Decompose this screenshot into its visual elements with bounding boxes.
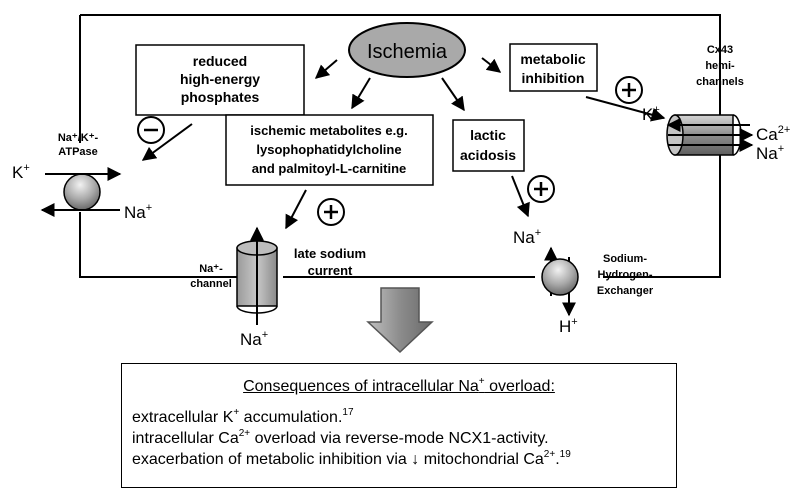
- nhe-na-label: Na+: [513, 227, 541, 247]
- na-channel-na-label: Na+: [240, 329, 268, 349]
- reduced-hep-line1: reduced: [193, 53, 247, 69]
- metabolic-inhibition-box: [509, 43, 598, 92]
- cx43-na-label: Na+: [756, 143, 784, 163]
- metabolic-inhibition-line2: inhibition: [522, 70, 585, 86]
- late-sodium-line2: current: [308, 263, 353, 278]
- ischemia-ellipse: [348, 22, 466, 78]
- arrow-hep-to-atpase: [141, 123, 193, 161]
- metabolites-line1: ischemic metabolites e.g.: [250, 123, 408, 138]
- arrow-ischemia-to-metabolic-inhibition: [481, 57, 502, 73]
- reduced-hep-line3: phosphates: [181, 89, 260, 105]
- cx43-label-line1: Cx43: [707, 44, 733, 56]
- arrow-acidosis-to-nhe: [511, 175, 530, 218]
- arrow-ischemia-to-metabolites: [351, 77, 371, 110]
- nhe-label-line3: Exchanger: [597, 285, 654, 297]
- na-channel-label-line2: channel: [190, 278, 232, 290]
- atpase-k-label: K+: [12, 162, 30, 182]
- consequence-item-k: extracellular K+ accumulation.17: [132, 406, 354, 426]
- arrow-metabolites-to-na-channel: [285, 189, 307, 230]
- na-channel-label-line1: Na⁺-: [199, 263, 223, 275]
- cx43-k-label: K+: [642, 104, 660, 124]
- reduced-hep-line2: high-energy: [180, 71, 260, 87]
- atpase-na-label: Na+: [124, 202, 152, 222]
- na-k-atpase-pump: [63, 173, 101, 211]
- arrow-ischemia-to-hep: [314, 59, 338, 79]
- acidosis-line2: acidosis: [460, 147, 516, 163]
- atpase-label-line2: ATPase: [58, 146, 98, 158]
- nhe-label-line1: Sodium-: [603, 253, 647, 265]
- metabolites-line3: and palmitoyl-L-carnitine: [252, 161, 407, 176]
- cx43-label-line2: hemi-: [705, 60, 735, 72]
- nhe-exchanger: [541, 258, 579, 296]
- cx43-label-line3: channels: [696, 76, 744, 88]
- reduced-hep-box: [135, 44, 305, 116]
- nhe-h-label: H+: [559, 316, 578, 336]
- metabolic-inhibition-line1: metabolic: [520, 51, 586, 67]
- arrow-ischemia-to-acidosis: [441, 77, 465, 112]
- ischemic-metabolites-box: [225, 114, 434, 186]
- consequences-title: Consequences of intracellular Na+ overlo…: [243, 375, 555, 395]
- consequence-item-ca: intracellular Ca2+ overload via reverse-…: [132, 427, 549, 447]
- consequences-box: Consequences of intracellular Na+ overlo…: [121, 363, 677, 488]
- late-sodium-line1: late sodium: [294, 246, 366, 261]
- consequence-item-mito: exacerbation of metabolic inhibition via…: [132, 448, 571, 468]
- acidosis-line1: lactic: [470, 127, 506, 143]
- cx43-ca-label: Ca2+: [756, 124, 790, 144]
- cell-membrane: [79, 14, 721, 278]
- lactic-acidosis-box: [452, 119, 525, 172]
- consequence-block-arrow: [366, 287, 434, 354]
- metabolites-line2: lysophophatidylcholine: [256, 142, 401, 157]
- ischemia-label: Ischemia: [367, 41, 448, 63]
- arrow-metabolic-to-cx43: [585, 96, 666, 122]
- nhe-label-line2: Hydrogen-: [598, 269, 653, 281]
- atpase-label-line1: Na⁺/K⁺-: [58, 132, 99, 144]
